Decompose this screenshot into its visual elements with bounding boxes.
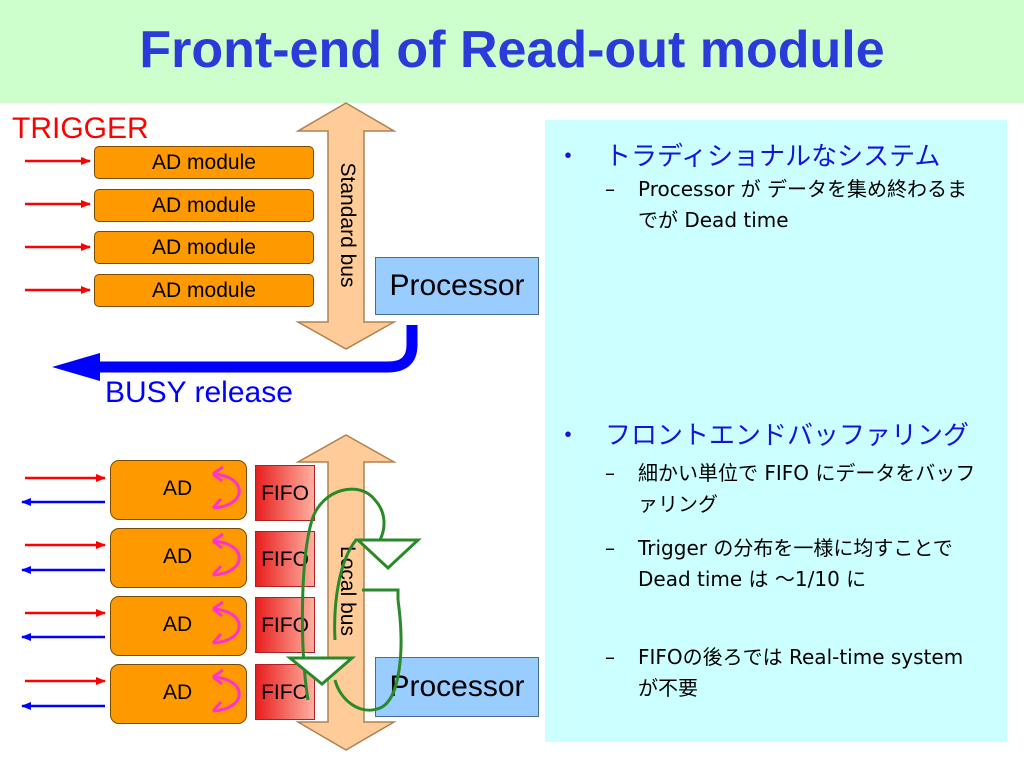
fifo-2: FIFO bbox=[255, 531, 315, 587]
title-bar bbox=[0, 0, 1024, 103]
ad-label: AD bbox=[163, 545, 193, 568]
fifo-1: FIFO bbox=[255, 465, 315, 521]
fifo-4: FIFO bbox=[255, 664, 315, 720]
busy-release-arrow bbox=[52, 325, 418, 381]
fifo-3: FIFO bbox=[255, 597, 315, 653]
ad-label: AD bbox=[163, 681, 193, 704]
sub-dash: – bbox=[605, 536, 615, 560]
sub-text: Processor が データを集め終わるまでが Dead time bbox=[638, 177, 968, 232]
busy-release-label: BUSY release bbox=[105, 376, 293, 409]
ad-block-2: AD bbox=[110, 528, 247, 588]
local-bus-label: Local bus bbox=[336, 546, 359, 636]
processor-bottom: Processor bbox=[375, 657, 539, 717]
ad-io-arrows bbox=[21, 474, 106, 710]
description-panel: ・ トラディショナルなシステム – Processor が データを集め終わるま… bbox=[545, 120, 1007, 742]
processor-top: Processor bbox=[375, 257, 539, 315]
bullet-dot: ・ bbox=[555, 421, 582, 451]
sub-text: 細かい単位で FIFO にデータをバッファリング bbox=[638, 461, 976, 516]
trigger-label: TRIGGER bbox=[12, 112, 149, 145]
ad-label: AD bbox=[163, 477, 193, 500]
ad-module-3: AD module bbox=[94, 231, 314, 264]
bullet-dot: ・ bbox=[555, 142, 582, 172]
sub-text: FIFOの後ろでは Real-time system が不要 bbox=[638, 645, 964, 700]
ad-block-3: AD bbox=[110, 596, 247, 656]
page-title: Front-end of Read-out module bbox=[139, 21, 885, 79]
ad-label: AD bbox=[163, 613, 193, 636]
bullet-text: フロントエンドバッファリング bbox=[605, 421, 970, 451]
ad-module-4: AD module bbox=[94, 274, 314, 307]
sub-dash: – bbox=[605, 461, 615, 485]
standard-bus-label: Standard bus bbox=[336, 162, 359, 288]
sub-dash: – bbox=[605, 177, 615, 201]
sub-text: Trigger の分布を一様に均すことで Dead time は ～1/10 に bbox=[638, 536, 953, 591]
bullet-text: トラディショナルなシステム bbox=[605, 142, 941, 172]
ad-module-1: AD module bbox=[94, 146, 314, 179]
ad-module-2: AD module bbox=[94, 189, 314, 222]
sub-dash: – bbox=[605, 645, 615, 669]
ad-block-1: AD bbox=[110, 460, 247, 520]
standard-bus-arrow bbox=[295, 102, 397, 350]
trigger-arrows bbox=[25, 157, 91, 294]
ad-block-4: AD bbox=[110, 664, 247, 724]
